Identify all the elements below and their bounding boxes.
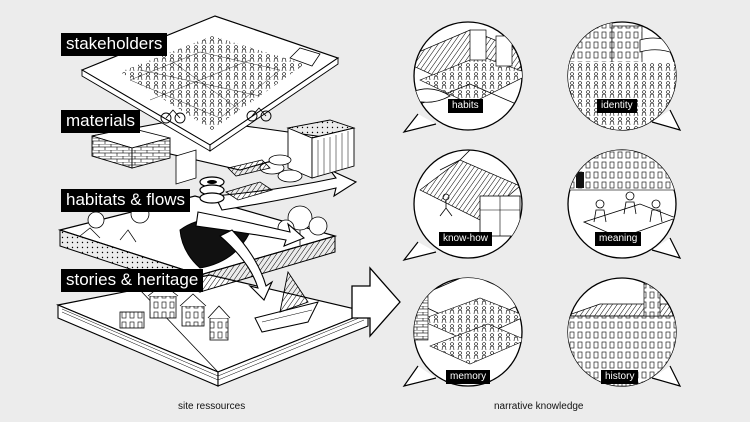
bubble-habits-art xyxy=(402,21,523,134)
layer-stack xyxy=(55,15,401,387)
bubble-label-history: history xyxy=(601,370,639,384)
bubble-identity-art xyxy=(567,21,682,131)
layer-label-stories-heritage: stories & heritage xyxy=(61,269,204,292)
bubble-label-habits: habits xyxy=(448,99,483,113)
layer-label-habitats-flows: habitats & flows xyxy=(61,189,191,212)
bubble-label-meaning: meaning xyxy=(595,232,642,246)
bubble-label-identity: identity xyxy=(597,99,637,113)
bubble-history-art xyxy=(567,277,682,387)
bubble-label-know-how: know-how xyxy=(439,232,493,246)
flow-arrow-3 xyxy=(219,229,274,301)
open-book xyxy=(55,270,370,387)
flow-arrow-2 xyxy=(195,211,306,247)
caption-narrative-knowledge: narrative knowledge xyxy=(494,401,584,412)
transition-arrow xyxy=(351,266,401,338)
bubble-label-memory: memory xyxy=(446,370,491,384)
layer-label-stakeholders: stakeholders xyxy=(61,33,168,56)
layer-label-materials: materials xyxy=(61,110,140,133)
caption-site-ressources: site ressources xyxy=(178,401,246,412)
